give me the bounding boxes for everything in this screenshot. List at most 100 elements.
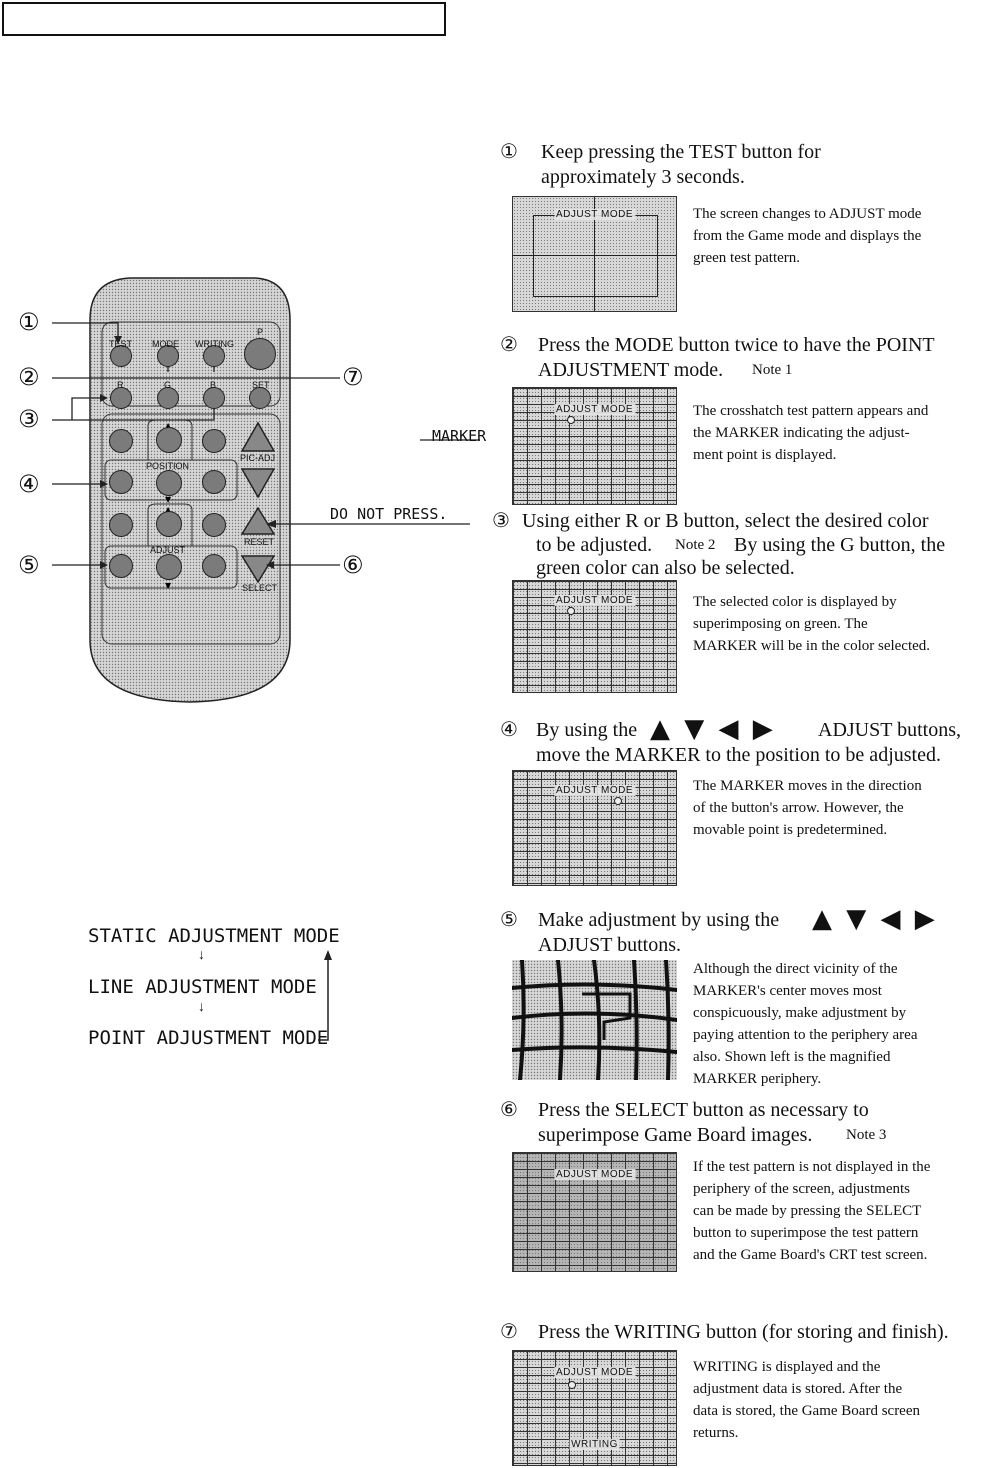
label-r: R: [117, 380, 124, 390]
desc-line: Although the direct vicinity of the: [693, 961, 898, 977]
pic-adj-up-button: [240, 421, 276, 452]
p-button[interactable]: [244, 338, 276, 370]
callout-7: ⑦: [342, 363, 364, 391]
step-number: ⑥: [500, 1099, 518, 1121]
callout-6: ⑥: [342, 551, 364, 579]
desc-line: button to superimpose the test pattern: [693, 1225, 919, 1241]
desc-line: green test pattern.: [693, 250, 801, 266]
adjust-left-button[interactable]: [109, 554, 133, 578]
callout-3: ③: [18, 405, 40, 433]
mode-point: POINT ADJUSTMENT MODE: [88, 1027, 329, 1049]
step-title-line-1a: Make adjustment by using the: [538, 909, 780, 931]
label-select: SELECT: [242, 583, 278, 593]
step-title-line-1b: ADJUST buttons,: [818, 719, 961, 741]
panel-main: [101, 413, 281, 645]
step-title-line-1: Press the WRITING button (for storing an…: [538, 1321, 949, 1343]
writing-screen: ADJUST MODE WRITING: [512, 1350, 677, 1466]
crosshatch-screen: ADJUST MODE: [512, 387, 677, 505]
adjust-mode-label: ADJUST MODE: [554, 1367, 635, 1378]
blank-button-2[interactable]: [202, 429, 226, 453]
adjust-mode-label: ADJUST MODE: [554, 404, 635, 415]
desc-line: of the button's arrow. However, the: [693, 800, 904, 816]
adjust-mode-label: ADJUST MODE: [554, 595, 635, 606]
step-number: ④: [500, 719, 518, 741]
step-number: ②: [500, 334, 518, 356]
step-number: ⑦: [500, 1321, 518, 1343]
label-set: SET: [252, 380, 270, 390]
down-arrow-icon: ↓: [198, 948, 205, 963]
desc-line: data is stored, the Game Board screen: [693, 1403, 920, 1419]
desc-line: the MARKER indicating the adjust-: [693, 425, 910, 441]
desc-line: The crosshatch test pattern appears and: [693, 403, 929, 419]
magnified-marker-screen: [512, 960, 677, 1080]
mode-button[interactable]: [157, 345, 179, 367]
marker-icon: [568, 1381, 576, 1389]
marker-icon: [614, 797, 622, 805]
header-box: [2, 2, 446, 36]
desc-line: can be made by pressing the SELECT: [693, 1203, 922, 1219]
do-not-press-label: DO NOT PRESS.: [330, 505, 448, 523]
label-test: TEST: [109, 339, 133, 349]
blank-button-3[interactable]: [109, 513, 133, 537]
remote-body: [89, 277, 291, 703]
desc-line: conspicuously, make adjustment by: [693, 1005, 907, 1021]
callout-2: ②: [18, 363, 40, 391]
b-button[interactable]: [203, 387, 225, 409]
step-number: ①: [500, 141, 518, 163]
panel-adjust: [104, 545, 238, 589]
step-number: ⑤: [500, 909, 518, 931]
step-title-line-2: superimpose Game Board images.: [538, 1124, 813, 1146]
adjust-up-button[interactable]: [156, 511, 182, 537]
desc-line: WRITING is displayed and the: [693, 1359, 881, 1375]
mode-line: LINE ADJUSTMENT MODE: [88, 976, 317, 998]
step-title-line-1a: By using the: [536, 719, 638, 741]
test-pattern-screen: ADJUST MODE: [512, 196, 677, 312]
step-title-line-2: ADJUSTMENT mode.: [538, 359, 724, 381]
superimpose-screen: ADJUST MODE: [512, 1152, 677, 1272]
set-button[interactable]: [249, 387, 271, 409]
position-right-button[interactable]: [202, 470, 226, 494]
step-number: ③: [492, 510, 510, 532]
callout-line-1: [52, 322, 119, 342]
note-ref: Note 2: [675, 537, 716, 553]
blank-button-1[interactable]: [109, 429, 133, 453]
position-left-button[interactable]: [109, 470, 133, 494]
callout-4: ④: [18, 470, 40, 498]
panel-top: [101, 321, 281, 407]
panel-adjust-top: [147, 503, 193, 546]
desc-line: adjustment data is stored. After the: [693, 1381, 903, 1397]
desc-line: MARKER periphery.: [693, 1071, 822, 1087]
writing-label: WRITING: [569, 1439, 620, 1450]
writing-button[interactable]: [203, 345, 225, 367]
desc-line: The screen changes to ADJUST mode: [693, 206, 922, 222]
step-title-line-1: Keep pressing the TEST button for: [541, 141, 821, 163]
callout-5: ⑤: [18, 551, 40, 579]
desc-line: also. Shown left is the magnified: [693, 1049, 891, 1065]
adjust-down-button[interactable]: [156, 554, 182, 580]
blank-button-4[interactable]: [202, 513, 226, 537]
panel-position: [104, 459, 238, 501]
desc-line: MARKER's center moves most: [693, 983, 882, 999]
label-b: B: [210, 380, 217, 390]
arrow-buttons-icon: ▲ ▼ ◀ ▶: [812, 904, 935, 934]
position-up-button[interactable]: [156, 427, 182, 453]
step-title-line-1: Press the MODE button twice to have the …: [538, 334, 935, 356]
marker-icon: [567, 416, 575, 424]
desc-line: from the Game mode and displays the: [693, 228, 922, 244]
test-button[interactable]: [110, 345, 132, 367]
desc-line: ment point is displayed.: [693, 447, 837, 463]
adjust-mode-label: ADJUST MODE: [554, 785, 635, 796]
label-mode: MODE: [152, 339, 179, 349]
position-down-button[interactable]: [156, 470, 182, 496]
label-adjust: ADJUST: [150, 545, 186, 555]
desc-line: superimposing on green. The: [693, 616, 868, 632]
g-button[interactable]: [157, 387, 179, 409]
svg-text:▲: ▲: [165, 421, 172, 430]
r-button[interactable]: [110, 387, 132, 409]
label-writing: WRITING: [195, 339, 234, 349]
adjust-mode-label: ADJUST MODE: [554, 1169, 635, 1180]
adjust-right-button[interactable]: [202, 554, 226, 578]
desc-line: and the Game Board's CRT test screen.: [693, 1247, 928, 1263]
svg-text:▼: ▼: [165, 495, 172, 504]
desc-line: periphery of the screen, adjustments: [693, 1181, 911, 1197]
